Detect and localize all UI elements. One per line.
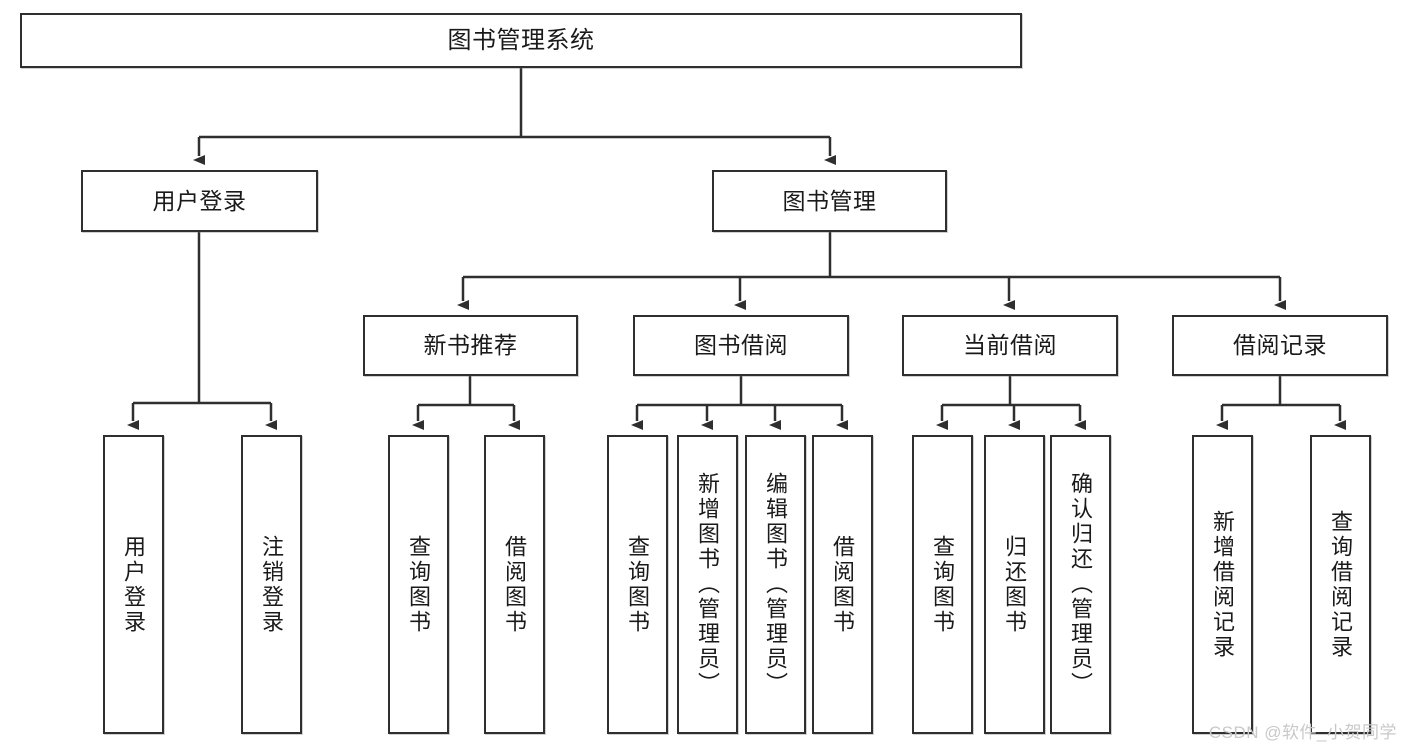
node-book-borrow[interactable]: 图书借阅: [633, 315, 849, 376]
node-user-login[interactable]: 用户登录: [81, 170, 318, 232]
node-leaf-borrow-book-1[interactable]: 借阅图书: [484, 435, 545, 734]
csdn-watermark: CSDN @软件_小贺同学: [1208, 723, 1397, 742]
node-leaf-query-book-3-label: 查询图书: [930, 534, 956, 635]
node-leaf-query-book-1-label: 查询图书: [406, 534, 432, 635]
node-current-borrow-label: 当前借阅: [963, 332, 1057, 359]
node-leaf-confirm-return[interactable]: 确认归还（管理员）: [1050, 435, 1111, 734]
node-leaf-add-record[interactable]: 新增借阅记录: [1192, 435, 1253, 734]
node-leaf-confirm-return-label: 确认归还（管理员）: [1068, 472, 1094, 697]
node-leaf-return-book[interactable]: 归还图书: [984, 435, 1045, 734]
node-root-label: 图书管理系统: [447, 26, 595, 54]
node-book-manage-label: 图书管理: [782, 187, 877, 214]
node-borrow-record[interactable]: 借阅记录: [1172, 315, 1388, 376]
node-leaf-user-logout[interactable]: 注销登录: [241, 435, 302, 734]
node-leaf-query-book-2-label: 查询图书: [625, 534, 651, 635]
node-leaf-edit-book[interactable]: 编辑图书（管理员）: [745, 435, 806, 734]
node-book-manage[interactable]: 图书管理: [712, 170, 947, 232]
node-leaf-user-login[interactable]: 用户登录: [103, 435, 164, 734]
node-leaf-return-book-label: 归还图书: [1002, 534, 1028, 635]
node-new-book-rec[interactable]: 新书推荐: [363, 315, 578, 376]
node-new-book-rec-label: 新书推荐: [423, 332, 518, 359]
node-leaf-edit-book-label: 编辑图书（管理员）: [763, 472, 789, 697]
node-current-borrow[interactable]: 当前借阅: [902, 315, 1118, 376]
node-leaf-add-book-label: 新增图书（管理员）: [695, 472, 721, 697]
node-leaf-user-login-label: 用户登录: [121, 534, 147, 635]
node-leaf-query-book-1[interactable]: 查询图书: [388, 435, 449, 734]
node-leaf-user-logout-label: 注销登录: [259, 534, 285, 635]
node-leaf-add-record-label: 新增借阅记录: [1210, 509, 1236, 660]
node-borrow-record-label: 借阅记录: [1233, 332, 1327, 359]
node-leaf-add-book[interactable]: 新增图书（管理员）: [677, 435, 738, 734]
node-root[interactable]: 图书管理系统: [20, 13, 1022, 68]
node-leaf-borrow-book-1-label: 借阅图书: [502, 534, 528, 635]
node-leaf-query-record[interactable]: 查询借阅记录: [1310, 435, 1371, 734]
node-user-login-label: 用户登录: [152, 187, 247, 214]
node-leaf-query-book-2[interactable]: 查询图书: [607, 435, 668, 734]
node-book-borrow-label: 图书借阅: [694, 332, 788, 359]
node-leaf-borrow-book-2-label: 借阅图书: [830, 534, 856, 635]
node-leaf-borrow-book-2[interactable]: 借阅图书: [812, 435, 873, 734]
node-leaf-query-record-label: 查询借阅记录: [1328, 509, 1354, 660]
node-leaf-query-book-3[interactable]: 查询图书: [912, 435, 973, 734]
